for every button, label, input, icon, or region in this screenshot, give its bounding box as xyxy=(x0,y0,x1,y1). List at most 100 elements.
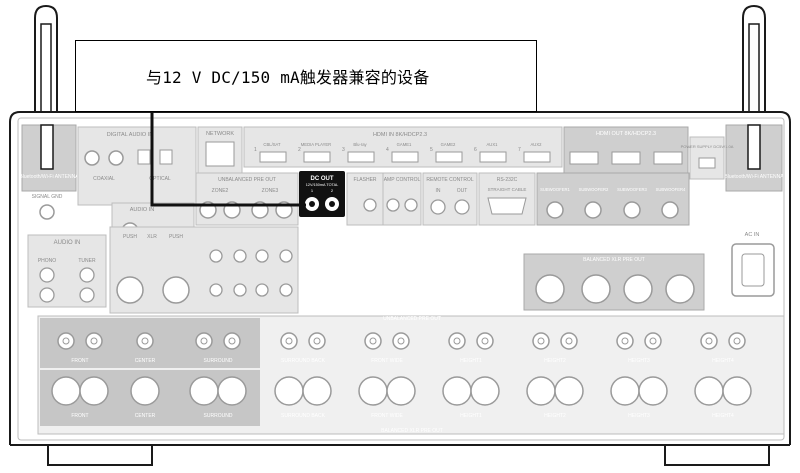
antenna-right xyxy=(742,4,766,113)
amp-control-label: AMP CONTROL xyxy=(384,177,421,183)
phono-label: PHONO xyxy=(38,258,56,264)
hdmi-in-label: HDMI IN 8K/HDCP2.3 xyxy=(373,132,427,138)
rca-jack-center xyxy=(141,337,149,345)
rca-jack-center xyxy=(62,337,70,345)
remote-in-label: IN xyxy=(436,188,441,194)
hdmi-in-number: 2 xyxy=(298,147,301,153)
hdmi-in-number: 5 xyxy=(430,147,433,153)
hdmi-in-number: 6 xyxy=(474,147,477,153)
unbalanced-pre-out-top-label: UNBALANCED PRE OUT xyxy=(218,177,276,183)
hdmi-in-number: 4 xyxy=(386,147,389,153)
xlr-jack xyxy=(554,376,584,406)
xlr-label: XLR xyxy=(147,234,157,240)
dc-out-2-label: 2 xyxy=(331,188,334,193)
xlr-jack xyxy=(442,376,472,406)
xlr-jack xyxy=(694,376,724,406)
digital-audio-in-label: DIGITAL AUDIO IN xyxy=(107,132,153,138)
rca-jack-center xyxy=(565,337,573,345)
foot-left xyxy=(47,444,153,466)
callout-leader-line xyxy=(150,112,306,207)
rca-jack-center xyxy=(621,337,629,345)
flasher-label: FLASHER xyxy=(353,177,376,183)
xlr-jack xyxy=(358,376,388,406)
rca-jack-center xyxy=(397,337,405,345)
xlr-jack xyxy=(610,376,640,406)
subwoofer-label: SUBWOOFER4 xyxy=(656,187,686,192)
power-supply-label: POWER SUPPLY DC5V/1.0A xyxy=(681,144,734,149)
xlr-jack xyxy=(79,376,109,406)
xlr-jack xyxy=(274,376,304,406)
pre-out-channel-label: FRONT xyxy=(71,413,88,419)
signal-gnd-terminal xyxy=(39,204,55,220)
foot-right xyxy=(664,444,770,466)
dc-out-1-label: 1 xyxy=(311,188,314,193)
hdmi-in-port xyxy=(303,151,331,163)
pre-out-channel-label: SURROUND BACK xyxy=(281,358,326,364)
pre-out-channel-label: HEIGHT3 xyxy=(628,413,650,419)
coaxial-label: COAXIAL xyxy=(93,176,115,182)
xlr-jack xyxy=(470,376,500,406)
rca-jack-center xyxy=(733,337,741,345)
balanced-xlr-top-label: BALANCED XLR PRE OUT xyxy=(583,257,645,263)
antenna-right-label: Bluetooth/Wi-Fi ANTENNA xyxy=(724,174,784,180)
rca-jack-center xyxy=(313,337,321,345)
rs232c-label: RS-232C xyxy=(497,177,518,183)
pre-out-channel-label: HEIGHT2 xyxy=(544,413,566,419)
hdmi-in-name: GAME2 xyxy=(441,142,456,147)
pre-out-channel-label: HEIGHT2 xyxy=(544,358,566,364)
hdmi-in-name: AUX1 xyxy=(487,142,499,147)
callout-text: 与12 V DC/150 mA触发器兼容的设备 xyxy=(146,68,430,87)
zone3-label: ZONE3 xyxy=(262,188,279,194)
rca-jack-center xyxy=(537,337,545,345)
remote-control-label: REMOTE CONTROL xyxy=(426,177,473,183)
subwoofer-label: SUBWOOFER1 xyxy=(540,187,570,192)
optical-label: OPTICAL xyxy=(149,176,171,182)
xlr-jack xyxy=(386,376,416,406)
pre-out-channel-label: FRONT WIDE xyxy=(371,413,403,419)
pre-out-channel-label: HEIGHT1 xyxy=(460,413,482,419)
network-label: NETWORK xyxy=(206,131,234,137)
hdmi-out-label: HDMI OUT 8K/HDCP2.3 xyxy=(596,131,656,137)
antenna-left-label: Bluetooth/Wi-Fi ANTENNA xyxy=(19,174,79,180)
rca-jack-center xyxy=(200,337,208,345)
rca-jack-center xyxy=(481,337,489,345)
rca-jack-center xyxy=(228,337,236,345)
xlr-jack xyxy=(130,376,160,406)
rca-jack-center xyxy=(369,337,377,345)
subwoofer-label: SUBWOOFER3 xyxy=(617,187,647,192)
pre-out-channel-label: SURROUND BACK xyxy=(281,413,326,419)
xlr-jack xyxy=(722,376,752,406)
hdmi-in-name: GAME1 xyxy=(397,142,412,147)
hdmi-in-port xyxy=(259,151,287,163)
rca-jack-center xyxy=(285,337,293,345)
pre-out-channel-label: SURROUND xyxy=(204,358,233,364)
audio-in-top-label: AUDIO IN xyxy=(130,207,154,213)
rca-jack-center xyxy=(90,337,98,345)
straight-cable-label: STRAIGHT CABLE xyxy=(488,187,527,192)
signal-gnd-label: SIGNAL GND xyxy=(32,194,63,200)
unbalanced-pre-out-mid-label: UNBALANCED PRE OUT xyxy=(383,316,441,322)
hdmi-in-name: MEDIA PLAYER xyxy=(301,142,331,147)
hdmi-in-port xyxy=(523,151,551,163)
pre-out-channel-label: FRONT xyxy=(71,358,88,364)
pre-out-channels: FRONTFRONTCENTERCENTERSURROUNDSURROUNDSU… xyxy=(51,332,752,419)
xlr-jack xyxy=(189,376,219,406)
callout-box: 与12 V DC/150 mA触发器兼容的设备 xyxy=(75,40,537,112)
dc-out-block: DC OUT 12V/150mA TOTAL 1 2 xyxy=(299,171,345,217)
push-label-1: PUSH xyxy=(123,234,137,240)
xlr-jack xyxy=(302,376,332,406)
zone2-label: ZONE2 xyxy=(212,188,229,194)
hdmi-in-name: AUX2 xyxy=(531,142,543,147)
hdmi-in-port xyxy=(479,151,507,163)
dc-out-label: DC OUT xyxy=(311,176,334,182)
pre-out-channel-label: HEIGHT4 xyxy=(712,358,734,364)
dc-out-sublabel: 12V/150mA TOTAL xyxy=(306,183,339,187)
balanced-xlr-bottom-label: BALANCED XLR PRE OUT xyxy=(381,428,443,434)
hdmi-in-port xyxy=(435,151,463,163)
hdmi-in-port xyxy=(391,151,419,163)
xlr-jack xyxy=(638,376,668,406)
